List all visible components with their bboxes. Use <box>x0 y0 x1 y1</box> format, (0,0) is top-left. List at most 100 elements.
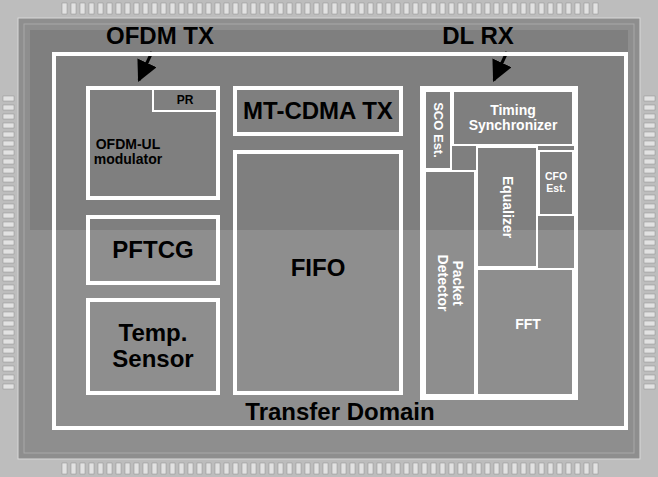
bond-pad <box>431 463 436 474</box>
bond-pad <box>644 312 655 317</box>
bond-pad <box>323 3 328 14</box>
bond-pad <box>3 366 14 371</box>
die-core <box>18 18 640 459</box>
bond-pad <box>476 463 481 474</box>
block-label: FFT <box>515 317 541 332</box>
bond-pad <box>170 3 175 14</box>
bond-pad <box>152 3 157 14</box>
bond-pad <box>206 463 211 474</box>
bond-pad <box>413 3 418 14</box>
block-label: Equalizer <box>499 176 514 238</box>
bond-pad <box>89 463 94 474</box>
block-label: FIFO <box>291 255 346 281</box>
bond-pad <box>3 159 14 164</box>
bond-pad <box>449 3 454 14</box>
sub-block-region: PR <box>152 90 216 112</box>
bond-pad <box>305 463 310 474</box>
bond-pad <box>3 204 14 209</box>
bond-pad <box>644 294 655 299</box>
bond-pad <box>71 3 76 14</box>
bond-pad <box>359 3 364 14</box>
bond-pad <box>476 3 481 14</box>
sub-block-region: SCO Est. <box>424 90 452 170</box>
bond-pad <box>644 258 655 263</box>
bond-pad <box>296 463 301 474</box>
bond-pad <box>3 141 14 146</box>
bond-pad <box>233 3 238 14</box>
sub-block-region: Packet Detector <box>424 170 476 396</box>
bond-pad <box>3 339 14 344</box>
block-label: Timing Synchronizer <box>457 103 569 134</box>
bond-pad <box>260 3 265 14</box>
bond-pad <box>3 96 14 101</box>
block-heading: DL RX <box>442 23 514 49</box>
bond-pad <box>644 384 655 389</box>
bond-pad <box>413 463 418 474</box>
bond-pad <box>188 3 193 14</box>
bond-pad <box>530 3 535 14</box>
bond-pad <box>125 463 130 474</box>
bond-pad <box>644 267 655 272</box>
bond-pad <box>3 213 14 218</box>
bond-pad <box>431 3 436 14</box>
bond-pad <box>485 3 490 14</box>
bond-pad <box>3 240 14 245</box>
bond-pad <box>644 123 655 128</box>
bond-pad <box>566 3 571 14</box>
pointer-arrow <box>139 52 152 80</box>
bond-pad <box>3 195 14 200</box>
bond-pad <box>98 463 103 474</box>
bond-pad <box>512 463 517 474</box>
bond-pad <box>278 3 283 14</box>
block-region: OFDM TXOFDM-UL modulatorPR <box>86 86 220 200</box>
bond-pad <box>512 3 517 14</box>
bond-pad <box>3 168 14 173</box>
bond-pad <box>179 3 184 14</box>
bond-pad <box>467 3 472 14</box>
bond-pad <box>170 463 175 474</box>
block-heading: OFDM TX <box>106 23 214 49</box>
bond-pad <box>134 463 139 474</box>
bond-pad <box>422 3 427 14</box>
bond-pad <box>242 3 247 14</box>
pointer-arrow <box>494 52 507 80</box>
bond-pad <box>404 463 409 474</box>
sub-block-region: FFT <box>476 268 574 396</box>
bond-pad <box>3 105 14 110</box>
sub-block-region: CFO Est. <box>538 150 574 216</box>
bond-pad <box>116 3 121 14</box>
bond-pad <box>644 276 655 281</box>
bond-pad <box>161 463 166 474</box>
block-region: PFTCG <box>86 215 220 285</box>
domain-region: Transfer DomainOFDM TXOFDM-UL modulatorP… <box>52 52 628 430</box>
bond-pad <box>644 159 655 164</box>
bond-pad <box>644 105 655 110</box>
block-label: PR <box>177 94 194 107</box>
bond-pad <box>494 463 499 474</box>
bond-pad <box>98 3 103 14</box>
bond-pad <box>107 3 112 14</box>
bond-pad <box>3 294 14 299</box>
bond-pad <box>179 463 184 474</box>
bond-pad <box>458 3 463 14</box>
bond-pad <box>305 3 310 14</box>
bond-pad <box>350 463 355 474</box>
bond-pad <box>644 141 655 146</box>
bond-pad <box>503 463 508 474</box>
bond-pad <box>314 463 319 474</box>
bond-pad <box>368 463 373 474</box>
bond-pad <box>215 463 220 474</box>
block-region: FIFO <box>233 150 403 395</box>
bond-pad <box>422 463 427 474</box>
bond-pad <box>341 3 346 14</box>
bond-pad <box>314 3 319 14</box>
bond-pad <box>3 249 14 254</box>
bond-pad <box>368 3 373 14</box>
bond-pad <box>575 3 580 14</box>
bond-pad <box>404 3 409 14</box>
bond-pad <box>548 3 553 14</box>
bond-pad <box>644 303 655 308</box>
block-label: PFTCG <box>112 237 193 263</box>
bond-pad <box>584 3 589 14</box>
bond-pad <box>278 463 283 474</box>
